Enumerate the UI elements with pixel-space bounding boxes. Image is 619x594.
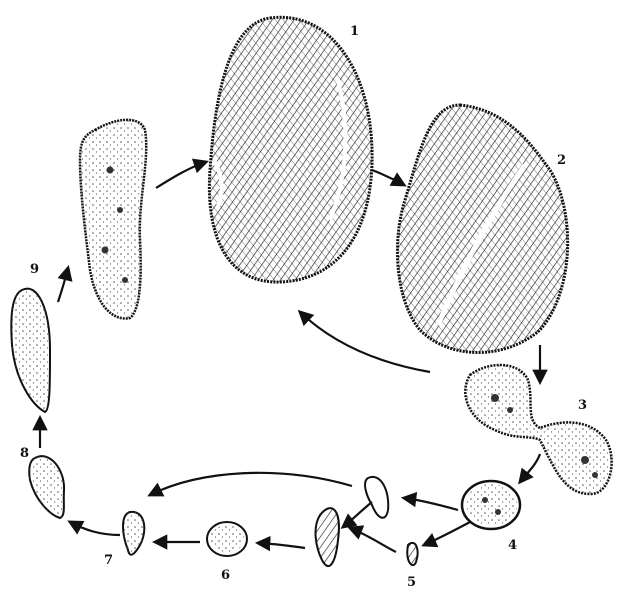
arrow-5-to-6 [258,543,305,548]
arrow-2-to-1-return [300,312,430,372]
arrow-pre-adult-to-1 [156,162,206,188]
arrow-9-to-pre-adult [58,268,68,302]
stage-7-young-cell [123,512,144,555]
stage-label-4: 4 [508,538,517,553]
stage-label-2: 2 [557,153,566,168]
stage-label-6: 6 [221,568,230,583]
stage-4-round-cyst [462,481,520,529]
stage-label-9: 9 [30,262,39,277]
stage-9-elongated-cell [11,289,50,412]
stage-3-separating-cells [465,365,611,494]
arrow-5b-to-5c [343,502,372,527]
stage-8-growing-cell [29,456,64,518]
stage-label-7: 7 [104,553,113,568]
arrow-5-to-7-long [150,473,352,495]
arrow-4-to-5 [424,522,470,545]
arrow-3-to-4 [520,454,540,482]
stage-label-8: 8 [20,446,29,461]
stage-label-5: 5 [407,575,416,590]
arrow-4-to-5b [404,498,458,510]
pre-adult-elongated-cell [80,120,146,319]
stage-label-1: 1 [350,24,359,39]
stage-label-3: 3 [578,398,587,413]
arrow-5-to-5 [350,528,396,552]
arrow-1-to-2 [372,170,404,185]
stage-6-small-cyst [207,522,247,556]
arrow-7-to-8 [70,522,120,535]
stage-5-swarmers [316,477,418,566]
stage-2-dividing-cell [397,105,567,353]
stage-1-adult-cell [209,17,372,282]
